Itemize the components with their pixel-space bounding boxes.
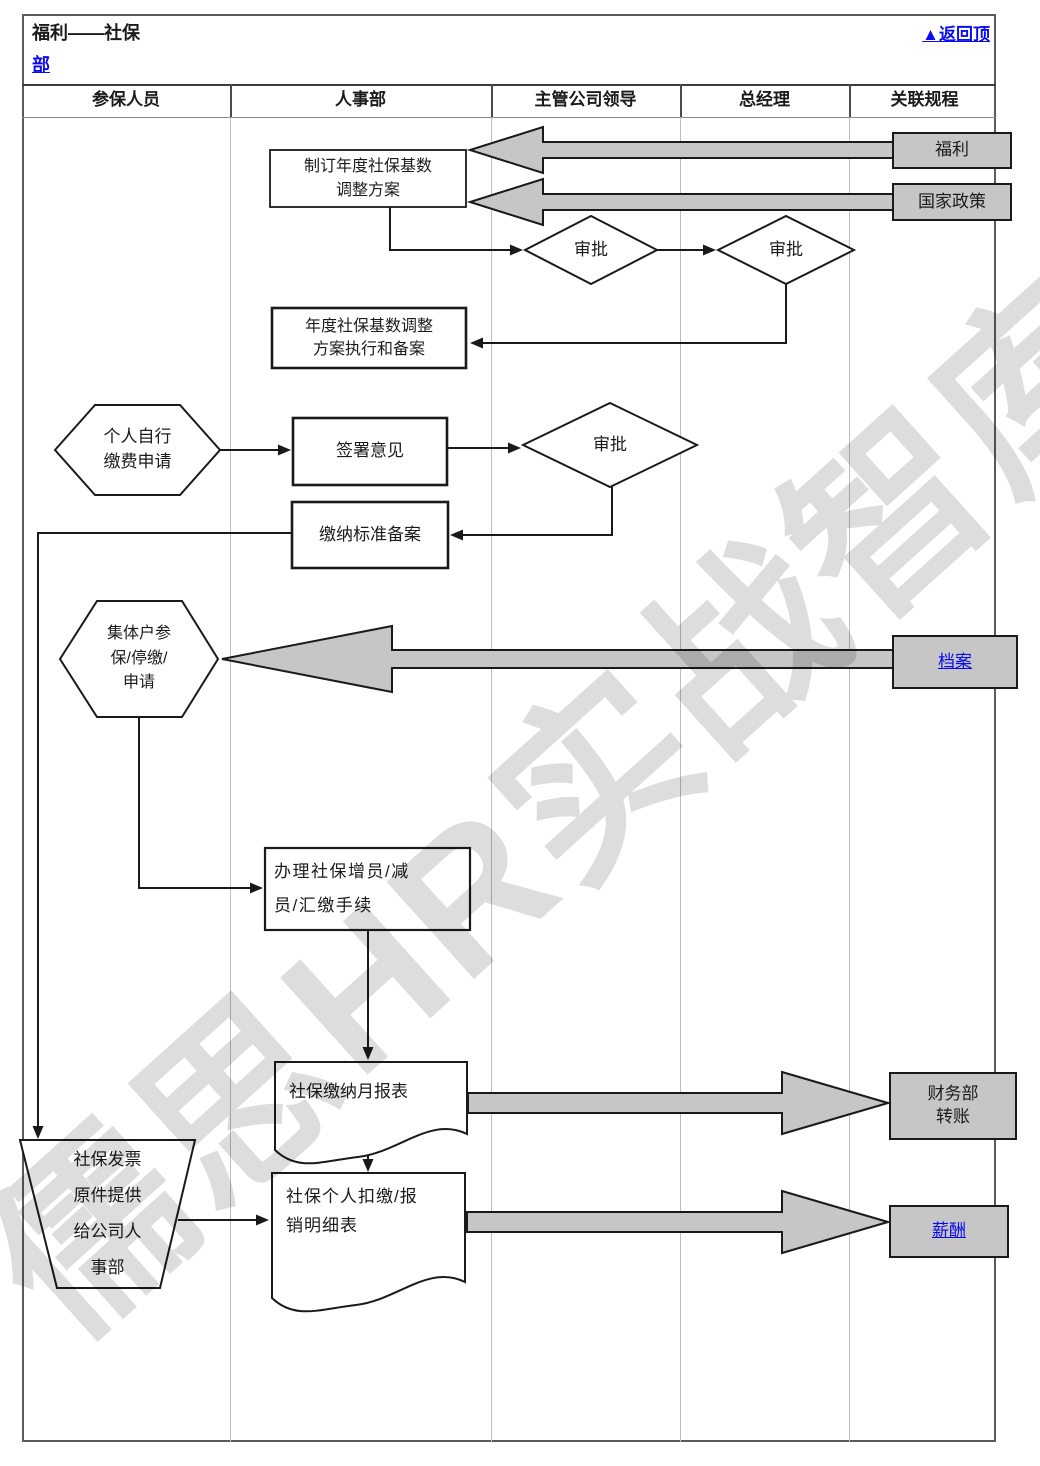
trapezoid-invoice: [18, 1139, 197, 1289]
standard-record-label: 缴纳标准备案: [319, 524, 421, 544]
plan-box-label: 制订年度社保基数 调整方案: [303, 158, 432, 199]
header-divider-2: [491, 84, 493, 117]
hexagon-personal-apply: [53, 404, 222, 496]
process-box-sign: [291, 416, 449, 487]
arrowhead-left: [450, 529, 463, 541]
decision-diamond-approve2: [715, 214, 857, 286]
approve3-label: 审批: [593, 434, 627, 454]
process-box-standard: [290, 500, 450, 570]
lane-header-procedures: 关联规程: [890, 90, 959, 110]
hexagon-group-apply: [58, 600, 220, 718]
connector-standard-to-invoice: [37, 532, 292, 1127]
approve1-label: 审批: [574, 239, 608, 259]
block-arrow-policy-to-plan: [466, 177, 894, 227]
handle-box-label: 办理社保增员/减 员/汇缴手续: [274, 862, 410, 915]
block-arrow-archive-to-group: [221, 624, 894, 694]
header-bottom-line: [22, 117, 996, 118]
connector-approve2-to-record: [482, 284, 787, 344]
ref-box-archive: [892, 635, 1018, 689]
lane-line-1: [230, 117, 231, 1442]
arrowhead-right: [256, 1214, 269, 1226]
archive-ref-link[interactable]: 档案: [938, 651, 972, 671]
salary-ref-link[interactable]: 薪酬: [932, 1221, 966, 1241]
arrowhead-right: [703, 244, 716, 256]
policy-ref-label: 国家政策: [918, 191, 986, 211]
page-title-link[interactable]: 部: [32, 54, 50, 75]
block-arrows: [221, 125, 894, 1255]
connector-plan-to-approve1: [389, 207, 510, 251]
block-arrow-detail-to-salary: [466, 1189, 892, 1255]
lane-header-insured: 参保人员: [92, 90, 160, 110]
back-to-top-link[interactable]: ▲返回顶: [922, 24, 990, 44]
block-arrow-welfare-to-plan: [466, 125, 894, 175]
arrowhead-down: [362, 1047, 374, 1060]
process-box-record: [270, 306, 468, 370]
record-box-label: 年度社保基数调整 方案执行和备案: [304, 317, 433, 358]
header-top-line: [22, 84, 996, 86]
monthly-report-label: 社保缴纳月报表: [289, 1082, 408, 1102]
decision-diamond-approve1: [522, 214, 660, 286]
invoice-trapezoid-label: 社保发票 原件提供 给公司人 事部: [73, 1150, 142, 1277]
ref-box-finance: [889, 1072, 1017, 1140]
document-detail-report: [271, 1172, 466, 1313]
decision-diamond-approve3: [520, 401, 700, 489]
arrowhead-right: [250, 882, 263, 894]
connector-approve3-to-standard: [462, 487, 613, 536]
detail-report-label: 社保个人扣缴/报 销明细表: [286, 1187, 418, 1235]
header-divider-4: [849, 84, 851, 117]
header-divider-3: [680, 84, 682, 117]
approve2-label: 审批: [769, 239, 803, 259]
lane-line-3: [680, 117, 681, 1442]
group-apply-label: 集体户参 保/停缴/ 申请: [106, 624, 171, 692]
arrowhead-down: [362, 1159, 374, 1172]
document-monthly-report: [274, 1061, 468, 1165]
block-arrow-monthly-to-finance: [467, 1070, 892, 1136]
sign-box-label: 签署意见: [336, 441, 404, 461]
connector-lines: [37, 207, 787, 1221]
header-divider-1: [230, 84, 232, 117]
process-box-handle: [263, 846, 472, 932]
lane-header-gm: 总经理: [739, 90, 790, 110]
lane-header-leader: 主管公司领导: [534, 90, 637, 110]
lane-line-4: [849, 117, 850, 1442]
arrowhead-left: [470, 337, 483, 349]
arrowhead-right: [510, 244, 523, 256]
ref-box-policy: [892, 183, 1012, 221]
finance-ref-label: 财务部 转账: [927, 1084, 979, 1126]
ref-box-welfare: [892, 132, 1012, 169]
process-box-plan: [269, 149, 467, 208]
lane-header-hr: 人事部: [335, 90, 386, 110]
flow-shapes: [18, 149, 857, 1313]
personal-apply-label: 个人自行 缴费申请: [103, 427, 172, 471]
connector-group-to-handle: [138, 717, 251, 889]
welfare-ref-label: 福利: [935, 140, 969, 160]
lane-line-2: [491, 117, 492, 1442]
ref-box-salary: [889, 1205, 1009, 1258]
arrowhead-right: [508, 442, 521, 454]
page-title: 福利——社保: [32, 22, 140, 43]
arrowhead-right: [278, 444, 291, 456]
arrowhead-down: [32, 1126, 44, 1139]
connector-arrowheads: [32, 244, 716, 1226]
reference-boxes: [889, 132, 1018, 1258]
